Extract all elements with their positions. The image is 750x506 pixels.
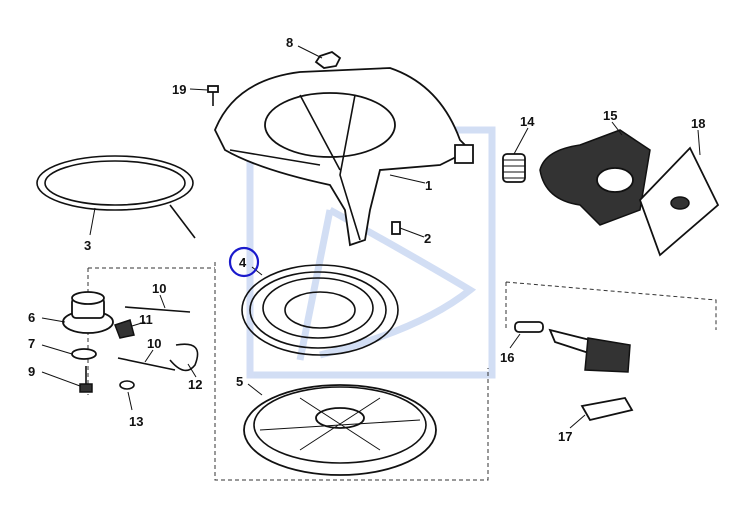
starter-rope <box>36 155 196 239</box>
callout-9: 9 <box>28 364 35 379</box>
callout-1: 1 <box>425 178 432 193</box>
callout-4[interactable]: 4 <box>239 255 247 270</box>
callout-2: 2 <box>424 231 431 246</box>
handle-part-16 <box>514 321 631 373</box>
rewind-spring <box>241 264 399 356</box>
handle-group-outline <box>505 281 717 330</box>
callout-5: 5 <box>236 374 243 389</box>
callout-7: 7 <box>28 336 35 351</box>
anchor-part-17 <box>580 396 634 422</box>
leader-lines <box>41 45 701 429</box>
callout-3: 3 <box>84 238 91 253</box>
callout-8: 8 <box>286 35 293 50</box>
pin-part-2 <box>391 221 401 235</box>
highlight-circle <box>228 246 260 278</box>
callout-14: 14 <box>520 114 535 129</box>
nut-part-8 <box>314 50 342 69</box>
assembly-group-outline <box>214 262 489 481</box>
callout-10-b: 10 <box>147 336 161 351</box>
callout-12: 12 <box>188 377 202 392</box>
spring-part-14 <box>502 153 526 183</box>
starter-housing <box>214 67 474 247</box>
callout-15: 15 <box>603 108 617 123</box>
handle-guide-part-15 <box>539 129 651 226</box>
callout-10-a: 10 <box>152 281 166 296</box>
pawl-parts <box>62 291 199 393</box>
callout-16: 16 <box>500 350 514 365</box>
callout-18: 18 <box>691 116 705 131</box>
callout-19: 19 <box>172 82 186 97</box>
screw-part-19 <box>207 85 219 106</box>
rope-pulley <box>243 384 437 476</box>
callout-11: 11 <box>139 312 153 327</box>
callout-6: 6 <box>28 310 35 325</box>
plate-part-18 <box>638 146 720 257</box>
callout-17: 17 <box>558 429 572 444</box>
callout-13: 13 <box>129 414 143 429</box>
